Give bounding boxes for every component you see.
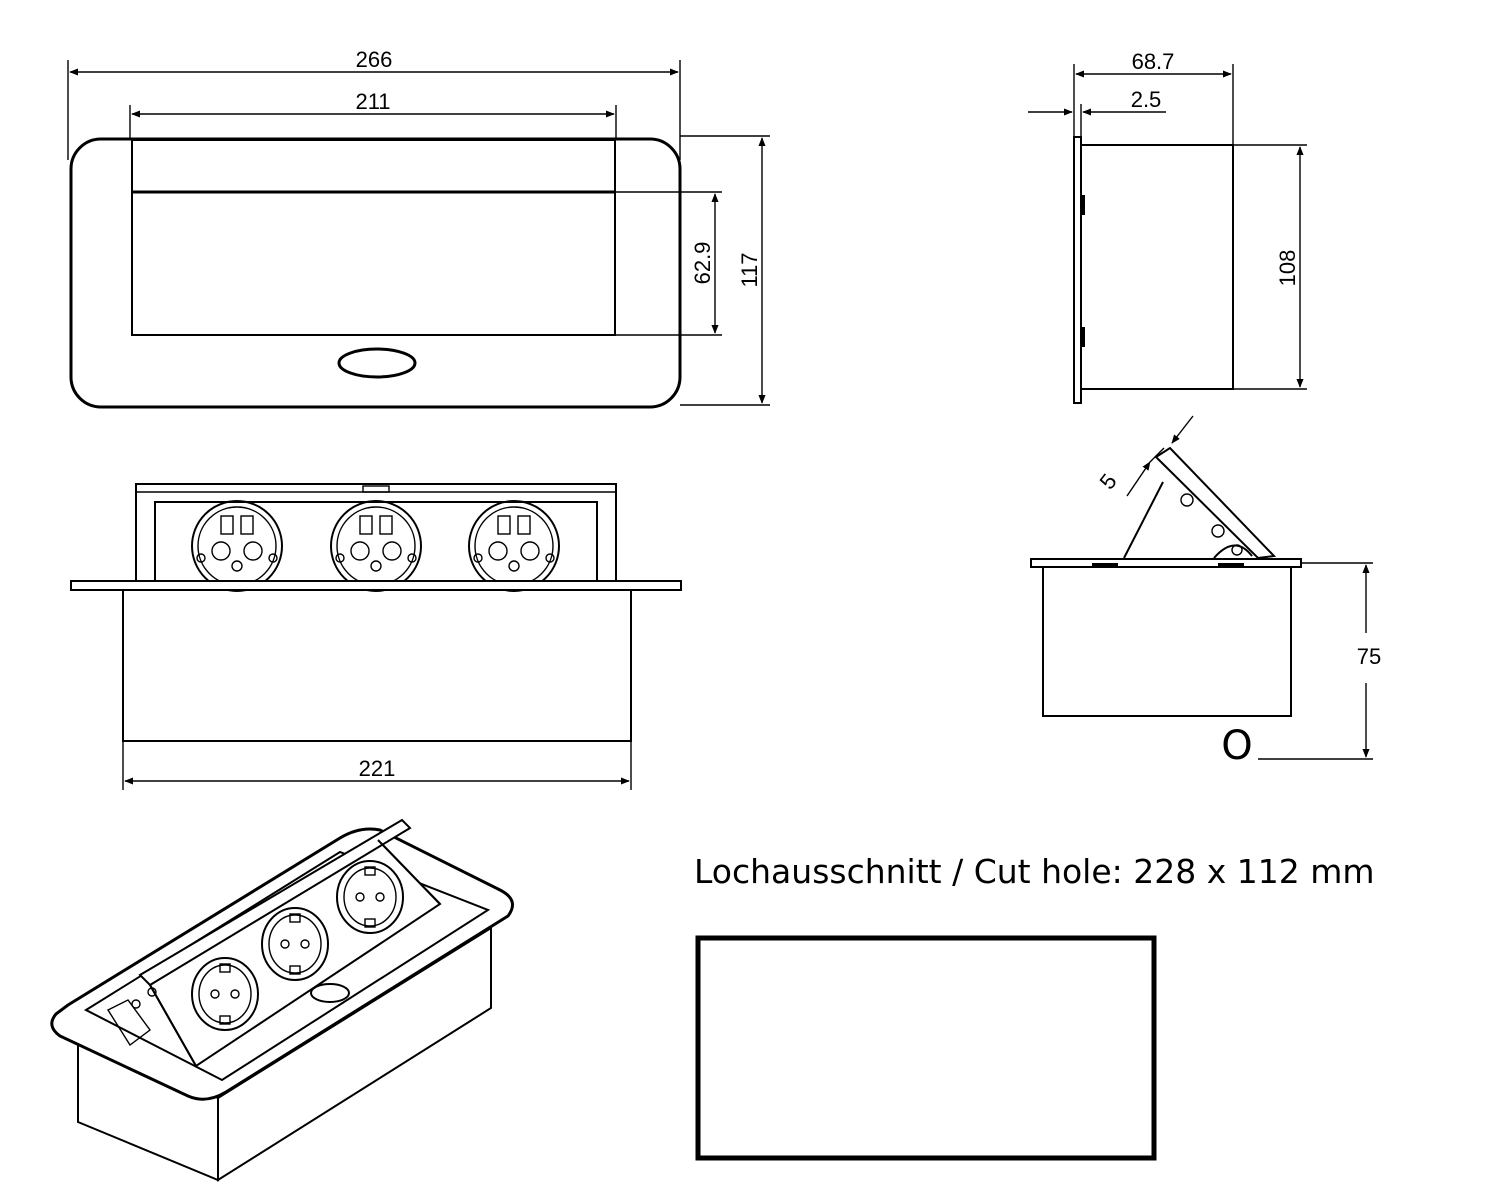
raised-side-lid	[1154, 446, 1277, 560]
raised-side-body	[1042, 566, 1292, 717]
dim-label-2-5: 2.5	[1131, 87, 1162, 112]
raised-socket-3	[468, 500, 560, 592]
cut-hole-caption: Lochausschnitt / Cut hole: 228 x 112 mm	[694, 852, 1375, 891]
raised-side-support	[1123, 481, 1164, 559]
side-plate	[1073, 136, 1082, 404]
dim-label-221: 221	[359, 756, 396, 781]
front-view	[69, 137, 682, 409]
front-lid-panel	[131, 139, 616, 336]
dim-line-5-a	[1126, 461, 1151, 497]
side-clip-bottom	[1081, 327, 1085, 347]
front-dimensions: 266 211 62.9 117	[67, 47, 770, 406]
iso-handle-oval	[310, 983, 350, 1003]
cut-hole-outline	[695, 935, 1157, 1161]
dim-label-211: 211	[355, 89, 390, 114]
dim-label-108: 108	[1275, 250, 1300, 287]
raised-socket-housing	[135, 483, 617, 585]
dim-line-5-b	[1171, 415, 1194, 444]
dim-label-5: 5	[1094, 469, 1121, 494]
dim-label-75: 75	[1357, 644, 1381, 669]
raised-socket-2	[330, 500, 422, 592]
dim-label-117: 117	[737, 252, 762, 287]
front-frame	[69, 137, 682, 409]
raised-body	[122, 589, 632, 742]
raised-front-view: 221	[70, 483, 682, 790]
raised-cover-plate	[70, 580, 682, 591]
raised-side-plate	[1030, 558, 1302, 568]
raised-socket-panel	[154, 501, 598, 585]
raised-side-view: 5 75 O	[1030, 415, 1381, 769]
dim-label-62-9: 62.9	[690, 242, 715, 285]
front-handle-oval	[337, 347, 417, 379]
iso-lid	[138, 818, 412, 987]
side-body	[1080, 144, 1234, 390]
side-raised-marker: O	[1221, 723, 1252, 769]
dim-label-68-7: 68.7	[1132, 49, 1175, 74]
raised-socket-1	[191, 500, 283, 592]
side-dimensions: 68.7 2.5 108	[1028, 49, 1307, 390]
dim-label-266: 266	[356, 47, 393, 72]
side-clip-top	[1081, 195, 1085, 215]
isometric-view	[50, 818, 514, 1182]
side-view	[1073, 136, 1234, 404]
